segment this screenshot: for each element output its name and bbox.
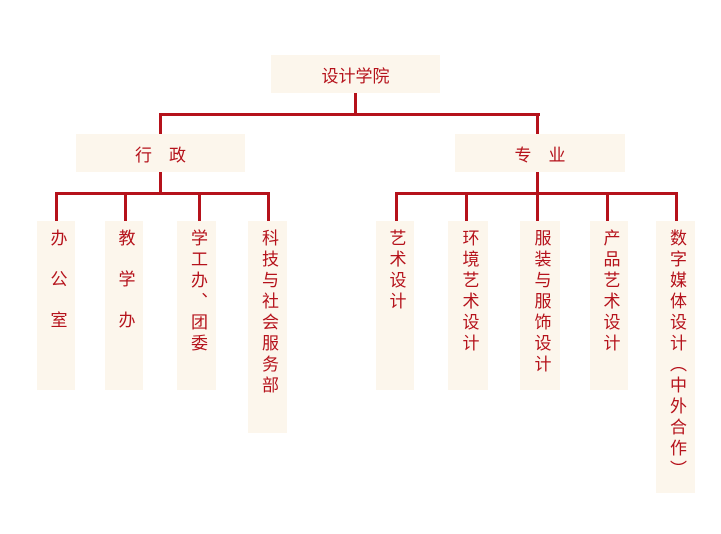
- connector: [159, 172, 162, 194]
- connector: [536, 113, 539, 134]
- node-teaching-office: 教学办: [105, 221, 143, 390]
- node-student-affairs: 学工办、团委: [177, 221, 216, 390]
- node-label: 艺术设计: [385, 229, 406, 313]
- node-label: 数字媒体设计（中外合作）: [666, 229, 686, 481]
- connector: [159, 113, 540, 116]
- node-digital-media: 数字媒体设计（中外合作）: [656, 221, 695, 493]
- node-label: 科技与社会服务部: [258, 229, 278, 397]
- connector: [124, 192, 127, 221]
- connector: [267, 192, 270, 221]
- branch-admin: 行 政: [76, 134, 245, 172]
- branch-majors: 专 业: [455, 134, 625, 172]
- node-art-design: 艺术设计: [376, 221, 414, 390]
- node-product-design: 产品艺术设计: [590, 221, 628, 390]
- node-label: 教学办: [114, 229, 135, 352]
- connector: [159, 113, 162, 134]
- connector: [55, 192, 58, 221]
- node-fashion-design: 服装与服饰设计: [520, 221, 560, 390]
- node-office: 办公室: [37, 221, 75, 390]
- node-label: 环境艺术设计: [458, 229, 479, 355]
- node-label: 产品艺术设计: [599, 229, 620, 355]
- node-environmental-art: 环境艺术设计: [448, 221, 488, 390]
- connector: [536, 192, 539, 221]
- node-label: 学工办、团委: [187, 229, 207, 355]
- node-tech-social-service: 科技与社会服务部: [248, 221, 287, 433]
- connector: [465, 192, 468, 221]
- connector: [606, 192, 609, 221]
- connector: [55, 192, 270, 195]
- connector: [198, 192, 201, 221]
- connector: [536, 172, 539, 194]
- connector: [395, 192, 398, 221]
- node-label: 服装与服饰设计: [530, 229, 551, 376]
- connector: [675, 192, 678, 221]
- root-node: 设计学院: [271, 55, 440, 93]
- node-label: 办公室: [46, 229, 67, 352]
- connector: [354, 93, 357, 115]
